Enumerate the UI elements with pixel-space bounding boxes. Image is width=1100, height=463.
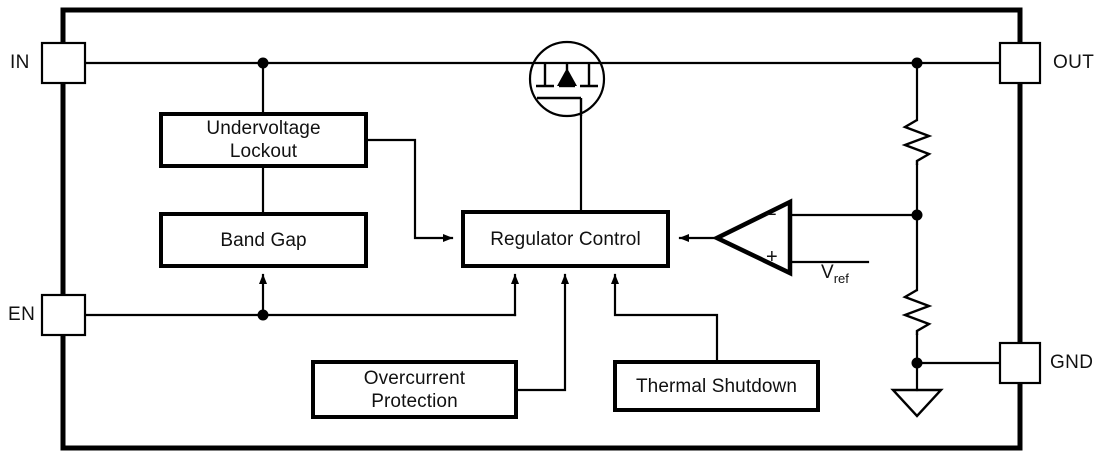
wire-tsd-to-regctl [611,273,719,364]
wire-uvlo-to-regctl [364,138,454,242]
op-amp-plus-sign: + [766,246,778,268]
op-amp-icon [711,198,793,277]
pin-label-in: IN [10,52,30,73]
block-rect-uvlo [159,112,368,168]
pin-label-gnd: GND [1050,352,1094,373]
pin-square-en [40,293,87,337]
junction-feedback-tap [911,209,923,221]
junction-in-uvlo [257,57,269,69]
block-rect-regctl [461,210,670,268]
resistor-bottom [901,288,933,335]
wire-ocp-to-regctl [514,273,569,392]
junction-out-divider [911,57,923,69]
mosfet-body-arrow [557,68,577,86]
block-rect-ocp [311,360,518,419]
block-rects [159,112,820,419]
junction-dots [257,57,923,369]
pin-label-out: OUT [1053,52,1095,73]
pin-label-en: EN [8,304,36,325]
op-amp-minus-sign: − [765,204,777,226]
block-rect-bandgap [159,212,368,268]
vref-label: Vref [821,262,849,286]
resistor-top [901,118,933,165]
mosfet-icon [528,40,606,118]
vref-sub-text: ref [833,270,849,286]
junction-en-bandgap [257,309,269,321]
ground-icon [890,388,944,418]
pin-square-in [40,41,87,85]
pin-squares [40,41,1042,385]
pin-square-out [998,41,1042,85]
junction-gnd [911,357,923,369]
signal-wires [83,61,1002,392]
pin-square-gnd [998,341,1042,385]
vref-main-text: V [821,262,834,283]
block-rect-tsd [613,360,820,412]
